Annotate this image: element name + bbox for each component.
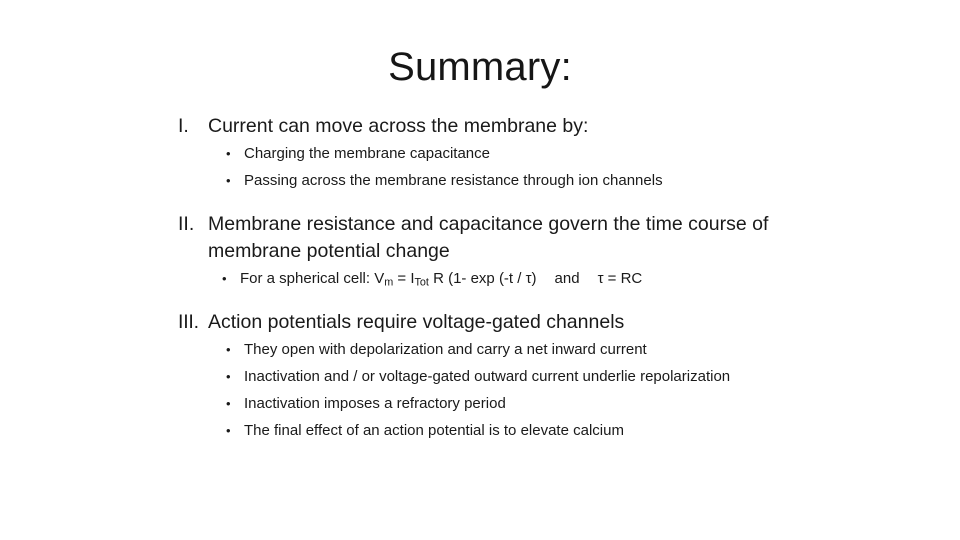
formula-v-subscript: m	[384, 276, 394, 289]
formula-tail: τ = RC	[597, 270, 643, 287]
formula-equals-1: =	[393, 270, 411, 287]
bullet-text: They open with depolarization and carry …	[244, 341, 647, 358]
bullet-dot-icon: •	[226, 342, 231, 357]
formula-i-symbol: I	[410, 270, 415, 287]
roman-heading-2: Membrane resistance and capacitance gove…	[208, 213, 769, 262]
roman-marker-2: II.	[178, 213, 195, 235]
bullet-text: Passing across the membrane resistance t…	[244, 172, 663, 189]
list-item: • Inactivation and / or voltage-gated ou…	[226, 364, 818, 390]
bullet-dot-icon: •	[226, 173, 231, 188]
bullet-dot-icon: •	[222, 271, 227, 286]
formula-text: For a spherical cell: Vm = ITot R (1- ex…	[240, 266, 818, 292]
list-item: • Passing across the membrane resistance…	[226, 168, 818, 194]
bullet-list-section-2: • For a spherical cell: Vm = ITot R (1- …	[222, 266, 818, 292]
bullet-text: Inactivation and / or voltage-gated outw…	[244, 368, 731, 385]
roman-marker-1: I.	[178, 115, 189, 137]
formula-lead: For a spherical cell:	[240, 270, 375, 287]
bullet-dot-icon: •	[226, 396, 231, 411]
roman-heading-3: Action potentials require voltage-gated …	[208, 311, 625, 333]
roman-heading-1: Current can move across the membrane by:	[208, 115, 589, 137]
formula-conjunction: and	[554, 270, 580, 287]
list-item: • They open with depolarization and carr…	[226, 337, 818, 363]
bullet-text: Charging the membrane capacitance	[244, 145, 490, 162]
page-title: Summary:	[388, 45, 572, 89]
list-item-roman-2: II. Membrane resistance and capacitance …	[178, 211, 818, 265]
list-item: • Inactivation imposes a refractory peri…	[226, 391, 818, 417]
list-item: • The final effect of an action potentia…	[226, 418, 818, 444]
formula-i-subscript: Tot	[414, 276, 429, 289]
bullet-dot-icon: •	[226, 423, 231, 438]
list-item: • For a spherical cell: Vm = ITot R (1- …	[222, 266, 818, 292]
bullet-dot-icon: •	[226, 146, 231, 161]
bullet-list-section-1: • Charging the membrane capacitance • Pa…	[226, 141, 818, 194]
bullet-text: Inactivation imposes a refractory period	[244, 395, 506, 412]
bullet-list-section-3: • They open with depolarization and carr…	[226, 337, 818, 444]
list-item-roman-3: III. Action potentials require voltage-g…	[178, 309, 818, 336]
list-item-roman-1: I. Current can move across the membrane …	[178, 113, 818, 140]
bullet-dot-icon: •	[226, 369, 231, 384]
slide-body: I. Current can move across the membrane …	[178, 113, 818, 444]
bullet-text: The final effect of an action potential …	[244, 422, 624, 439]
roman-marker-3: III.	[178, 311, 199, 333]
list-item: • Charging the membrane capacitance	[226, 141, 818, 167]
formula-expression: R (1- exp (-t / τ)	[428, 270, 537, 287]
formula-v-symbol: V	[374, 270, 385, 287]
